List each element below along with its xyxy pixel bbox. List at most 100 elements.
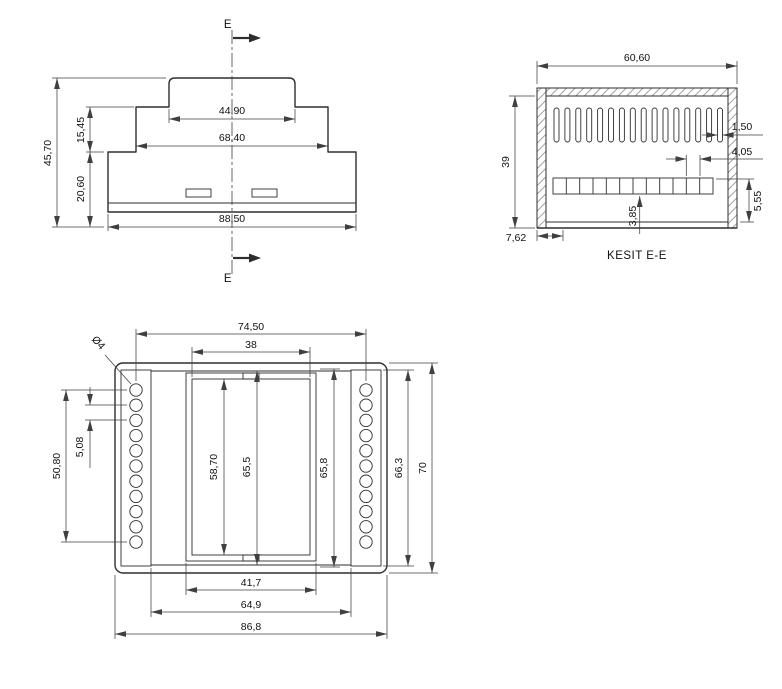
dim-side-offset: 7,62 [506,230,564,244]
mounting-hole-right [359,383,373,397]
section-label-top: E [224,19,232,31]
dim-upper-step-height: 15,45 [75,106,134,153]
dim-label: 88,50 [219,213,245,225]
vent-slot [695,107,702,143]
dim-total-height: 45,70 [42,77,166,228]
mounting-hole-left [129,428,143,443]
plan-center-tab-bottom [242,554,260,562]
dim-hole-column-span: 74,50 [135,321,367,381]
vent-slot [553,107,560,143]
dim-label: 68,40 [219,132,245,144]
dim-hole-pitch: 5,08 [74,387,127,468]
vent-slot [684,107,691,143]
vent-slot [662,107,669,143]
vent-slot [586,107,593,143]
dim-label: 7,62 [506,232,527,244]
dim-label: 65,8 [318,458,330,479]
mounting-hole-left [129,474,143,488]
section-wall-right [727,87,738,229]
dim-label: 86,8 [241,621,262,633]
mounting-hole-right [359,535,373,549]
dim-rail-length: 66,3 [383,369,414,567]
dim-label: Ø4 [89,334,107,353]
dim-label: 65,5 [241,457,253,478]
mounting-hole-right [359,413,373,428]
plan-center-tab-top [242,372,260,380]
section-arrowhead-top [249,33,261,43]
dim-label: 41,7 [241,577,262,589]
mounting-hole-right [359,428,373,443]
mounting-hole-left [129,520,143,534]
dim-label: 5,08 [74,437,86,458]
dim-label: 64,9 [241,599,262,611]
leader-line [104,354,132,385]
dim-rail-spacing: 64,9 [150,568,352,617]
vent-slot [640,107,647,143]
vent-slot [673,107,680,143]
vent-slot [597,107,604,143]
dim-window-inner-height: 58,70 [208,379,227,555]
vent-slot [608,107,614,143]
mounting-hole-left [129,535,143,549]
dim-label: 44,90 [219,105,245,117]
plan-outer-body [114,362,388,574]
mounting-hole-left [129,398,143,412]
vent-slot-grid [553,107,723,143]
dim-label: 70 [417,462,429,474]
dim-body-inner-height-a: 65,5 [241,371,260,565]
dim-mid-width: 68,40 [136,132,328,149]
dim-label: 20,60 [75,176,87,202]
mounting-hole-left [129,444,143,458]
hole-diameter-callout: Ø4 [89,334,132,385]
mounting-hole-left [129,489,143,504]
section-top-cap [545,87,729,97]
section-view: 60,60 39 7,62 1,50 4,05 3,85 [500,52,764,262]
mounting-hole-right [359,459,373,473]
dim-vent-slot-width: 1,50 [702,121,763,138]
dim-section-top-width: 60,60 [536,52,738,84]
mounting-hole-right [359,504,373,519]
dim-terminal-pitch: 4,05 [666,146,763,176]
hole-column-right [359,383,373,549]
dim-terminal-width: 3,85 [627,196,643,234]
dim-window-inner-width: 38 [191,339,311,377]
terminal-dividers [565,178,701,194]
mounting-hole-left [129,459,143,473]
dim-label: 74,50 [238,321,264,333]
section-arrowhead-bottom [249,253,261,263]
vent-slot [618,107,625,143]
mounting-hole-right [359,520,373,534]
section-title: KESIT E-E [607,250,667,262]
dim-hole-span: 50,80 [51,389,127,543]
dim-window-width: 41,7 [185,563,317,595]
front-slot-left [185,188,212,198]
dim-plan-total-height: 70 [389,362,438,574]
dim-label: 50,80 [51,453,63,479]
dim-body-inner-height-b: 65,8 [318,368,340,568]
vent-slot [651,107,658,143]
dim-label: 39 [500,156,512,168]
mounting-hole-right [359,474,373,488]
dim-label: 58,70 [208,454,220,480]
vent-slot [575,107,582,143]
vent-slot [564,107,571,143]
dim-top-width: 44,90 [168,105,296,123]
dim-label: 15,45 [75,117,87,143]
mounting-hole-left [129,383,143,397]
dim-base-width: 88,50 [107,213,357,231]
front-outline [107,77,357,213]
vent-slot [629,107,636,143]
mounting-hole-left [129,413,143,428]
dim-label: 4,05 [732,146,753,158]
hole-column-left [129,383,143,549]
dim-terminal-height: 5,55 [716,178,764,223]
dim-lower-step-height: 20,60 [75,152,93,227]
dim-label: 45,70 [42,140,54,166]
vent-slot [717,107,723,143]
dim-label: 60,60 [624,52,650,64]
plan-view: 74,50 38 Ø4 50,80 5,08 58,70 [51,321,438,639]
mounting-hole-right [359,398,373,412]
section-label-bottom: E [224,273,232,285]
